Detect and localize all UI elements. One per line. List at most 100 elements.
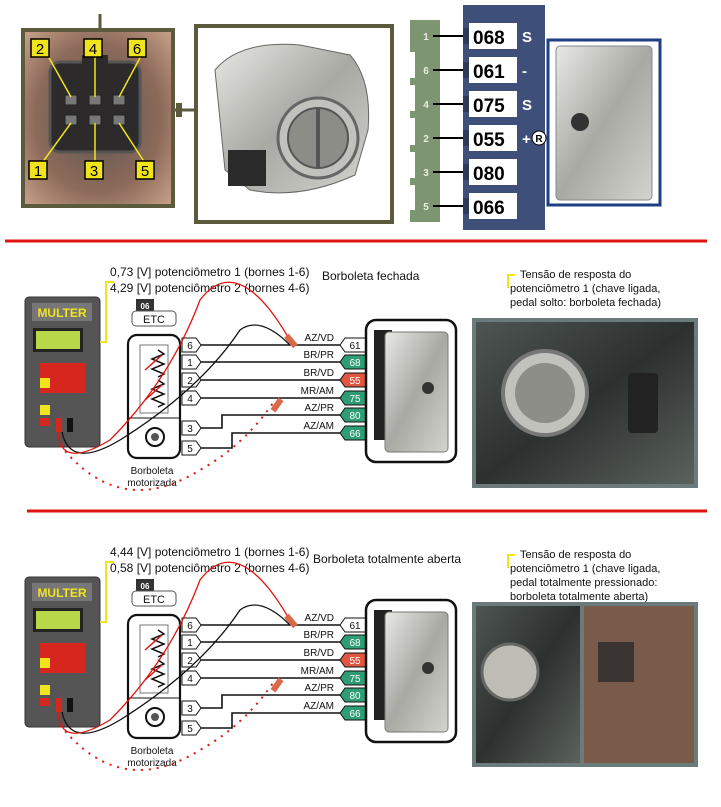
voltage-reading-1: 0,73 [V] potenciômetro 1 (bornes 1-6)	[110, 265, 309, 279]
caption-line: pedal solto: borboleta fechada)	[510, 297, 661, 309]
connector-pin	[181, 720, 202, 736]
throttle-actuator-box	[126, 613, 182, 740]
ecu-photo	[384, 611, 449, 733]
wire-color-code: AZ/VD	[305, 333, 334, 344]
pin-code-box	[469, 57, 517, 83]
pin-number: 6	[187, 621, 193, 632]
back-probe-pin	[270, 677, 284, 693]
red-probe-wire	[57, 561, 293, 734]
wire	[201, 694, 342, 709]
connector-pin	[181, 700, 202, 716]
connector-pin	[181, 440, 202, 456]
ecu-photo	[555, 45, 653, 201]
connector-pin	[181, 354, 202, 370]
pin-number: 1	[187, 358, 193, 369]
wire-color-code: MR/AM	[301, 666, 334, 677]
wire-color-code: AZ/VD	[305, 613, 334, 624]
pin-table-pin: 2	[423, 134, 429, 145]
pin-signal-type: S	[522, 97, 532, 114]
wire-color-code: BR/PR	[303, 630, 334, 641]
caption-line: Tensão de resposta do	[520, 549, 631, 561]
pin-code: 080	[473, 164, 505, 185]
caption-line: pedal totalmente pressionado:	[510, 577, 657, 589]
pin-number: 5	[187, 724, 193, 735]
pin-code-box	[469, 193, 517, 219]
pin-table-pin: 5	[423, 202, 429, 213]
red-probe-wire	[57, 281, 293, 454]
caption-line: Tensão de resposta do	[520, 269, 631, 281]
black-probe-jack	[67, 698, 73, 712]
etc-tab: 06	[141, 582, 150, 591]
connector-pin	[181, 372, 202, 388]
pin-signal-type: S	[522, 29, 532, 46]
etc-tab: 06	[141, 302, 150, 311]
ecu-pin-number: 55	[349, 376, 361, 387]
ecu-pin-number: 68	[349, 638, 361, 649]
connector-pin-label	[28, 160, 48, 180]
connector-pin-label	[135, 160, 155, 180]
pin-code: 061	[473, 62, 505, 83]
component-label: motorizada	[127, 758, 177, 769]
pin-code-box	[469, 91, 517, 117]
pin-number: 4	[187, 394, 193, 405]
pin-code-box	[469, 159, 517, 185]
throttle-state: Borboleta totalmente aberta	[313, 552, 461, 566]
pin-number: 6	[187, 341, 193, 352]
component-label: Borboleta	[131, 746, 174, 757]
pin-number: 2	[187, 656, 193, 667]
pin-code-box	[469, 125, 517, 151]
wire	[201, 712, 342, 729]
relay-badge: R	[535, 134, 543, 145]
caption-line: borboleta totalmente aberta)	[510, 591, 648, 603]
pin-table-pin: 4	[423, 100, 429, 111]
throttle-state: Borboleta fechada	[322, 269, 420, 283]
pin-number: 1	[187, 638, 193, 649]
wire-color-code: AZ/PR	[305, 683, 334, 694]
ecu-pin-number: 61	[349, 621, 361, 632]
pin-number: 2	[187, 376, 193, 387]
pin-table-pin: 3	[423, 168, 429, 179]
wire-color-code: BR/VD	[303, 648, 334, 659]
connector-pin-label	[84, 160, 104, 180]
connector-pin	[181, 652, 202, 668]
meter-display	[36, 611, 80, 629]
pin-signal-type: -	[522, 63, 527, 80]
connector-pin-label	[127, 38, 147, 58]
pin-table-pin: 1	[423, 32, 429, 43]
pin-number: 4	[187, 674, 193, 685]
connector-pin	[181, 390, 202, 406]
pin-number: 5	[187, 444, 193, 455]
ecu-pin-number: 66	[349, 709, 361, 720]
wire	[201, 432, 342, 449]
pin-code: 068	[473, 28, 505, 49]
pin-code: 055	[473, 130, 505, 151]
connector-pin-number: 1	[34, 163, 42, 180]
caption-line: potenciômetro 1 (chave ligada,	[510, 563, 660, 575]
etc-label: ETC	[143, 594, 165, 606]
connector-pin-number: 6	[133, 41, 141, 58]
pin-code: 066	[473, 198, 505, 219]
wire-color-code: AZ/AM	[303, 701, 334, 712]
ecu-photo	[384, 331, 449, 453]
connector-pin-label	[30, 38, 50, 58]
voltage-reading-2: 0,58 [V] potenciômetro 2 (bornes 4-6)	[110, 561, 309, 575]
red-probe-wire-dashed	[59, 399, 276, 491]
ecu-pin-number: 61	[349, 341, 361, 352]
back-probe-pin	[270, 397, 284, 413]
ecu-pin-number: 75	[349, 674, 361, 685]
ecu-pin-number: 68	[349, 358, 361, 369]
connector-pin-number: 4	[89, 41, 97, 58]
pin-signal-type: +	[522, 131, 531, 148]
ecu-pin-number: 80	[349, 411, 361, 422]
connector-pin	[181, 337, 202, 353]
ecu-pin-number: 75	[349, 394, 361, 405]
back-probe-pin	[284, 613, 298, 629]
connector-pin	[181, 634, 202, 650]
ecu-pin-number: 55	[349, 656, 361, 667]
wire-color-code: AZ/PR	[305, 403, 334, 414]
multimeter: MULTER	[24, 296, 101, 448]
pin-code-box	[469, 23, 517, 49]
meter-display	[36, 331, 80, 349]
connector-pin	[181, 420, 202, 436]
connector-pin-number: 3	[90, 163, 98, 180]
